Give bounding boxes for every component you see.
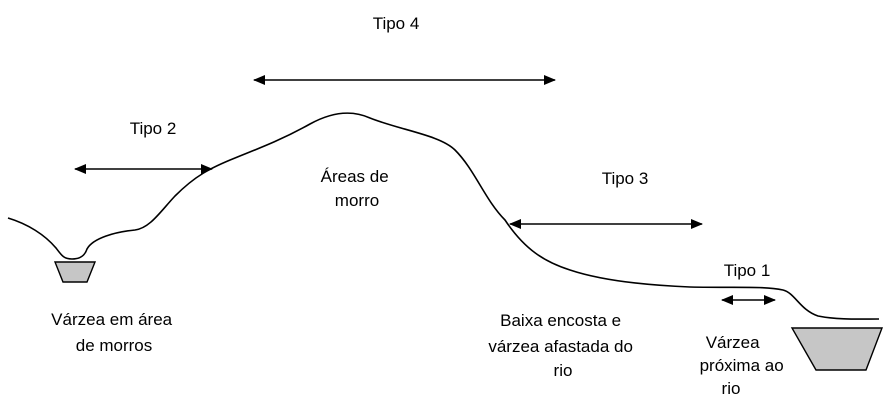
baixa-encosta-label: Baixa encosta e várzea afastada do rio [488,311,637,380]
terrain-profile [7,112,880,320]
tipo1-label: Tipo 1 [724,261,771,280]
tipo3-label: Tipo 3 [602,169,649,188]
right-river-basin [790,327,884,371]
areas-de-morro-label: Áreas de morro [321,167,394,210]
varzea-morros-label: Várzea em área de morros [51,310,177,355]
tipo2-label: Tipo 2 [130,119,177,138]
varzea-proxima-label: Várzea próxima ao rio [700,333,789,398]
left-river-basin [53,261,97,283]
tipo4-label: Tipo 4 [373,14,420,33]
